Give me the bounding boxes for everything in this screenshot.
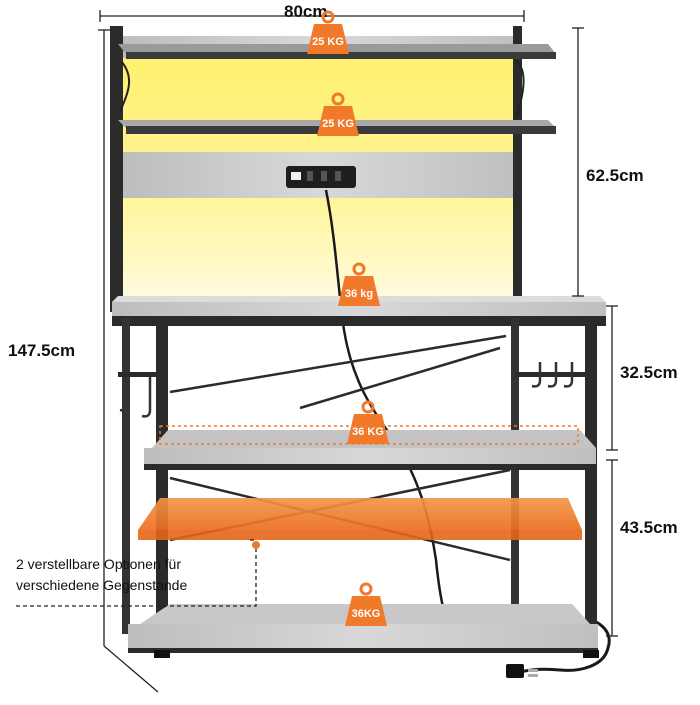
weight-icon [317, 92, 359, 136]
desk-top [112, 302, 606, 316]
leg-back-right [511, 318, 519, 628]
note-line-2: verschiedene Gegenstände [16, 577, 188, 593]
leg-front-right [585, 318, 597, 646]
load-badge-top-shelf: 25 KG [306, 10, 350, 56]
load-badge-label: 36KG [351, 608, 381, 620]
hutch-height-dimension-label: 62.5cm [586, 166, 644, 185]
total-height-dimension-label: 147.5cm [8, 341, 76, 360]
leg-front-left [156, 318, 168, 648]
load-badge-middle-shelf: 36 KG [346, 400, 390, 446]
upper-gap-dimension-label: 32.5cm [620, 363, 678, 382]
weight-icon [345, 582, 387, 626]
adjust-marker [252, 541, 260, 549]
adjustable-shelf-highlight [138, 498, 582, 530]
load-badge-desk-top: 36 kg [337, 262, 381, 308]
top-shelf [126, 52, 556, 59]
note-line-1: 2 verstellbare Optionen für [16, 556, 181, 572]
load-badge-label: 36 kg [344, 288, 374, 300]
dimension-lines [16, 10, 618, 693]
power-plug [506, 664, 524, 678]
weight-icon [307, 10, 349, 54]
adjustable-shelf-note: 2 verstellbare Optionen für verschiedene… [16, 554, 244, 596]
hutch-post-right [513, 26, 522, 312]
weight-icon [338, 262, 380, 306]
load-badge-label: 25 KG [322, 118, 354, 130]
hutch-post-left [110, 26, 123, 312]
leg-back-left [122, 318, 130, 634]
width-dimension-label: 80cm [284, 2, 328, 21]
lower-gap-dimension-label: 43.5cm [620, 518, 678, 537]
load-badge-second-shelf: 25 KG [316, 92, 360, 138]
load-badge-bottom-shelf: 36KG [344, 582, 388, 628]
weight-icon [347, 400, 389, 444]
load-badge-label: 36 KG [352, 426, 384, 438]
load-badge-label: 25 KG [312, 36, 344, 48]
